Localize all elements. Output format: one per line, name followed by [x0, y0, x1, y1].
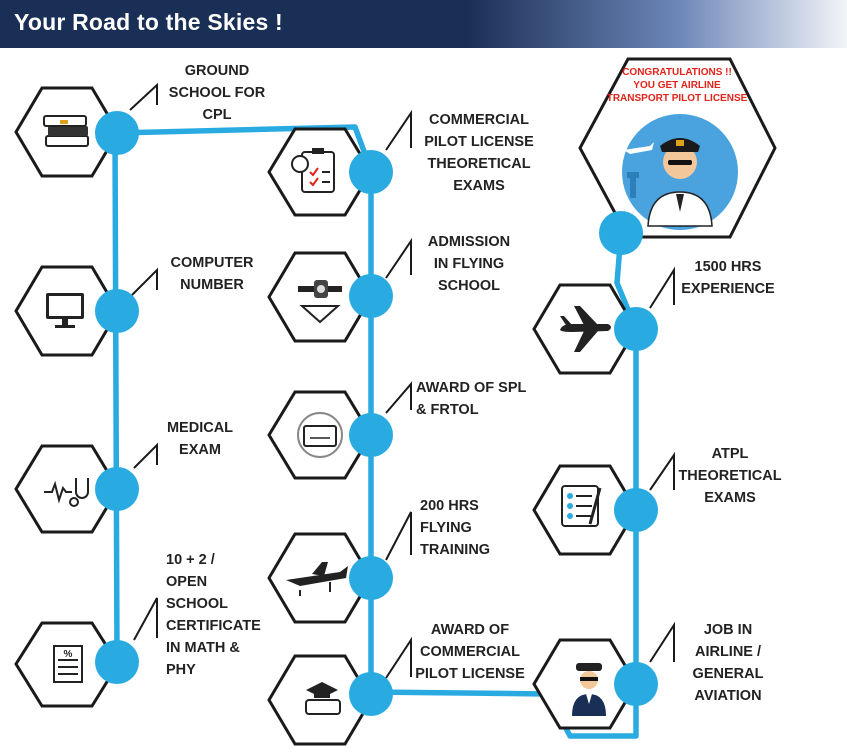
- connector-experience: [649, 266, 675, 309]
- license-card-icon: [297, 412, 343, 458]
- step-label-experience: 1500 HRS EXPERIENCE: [681, 259, 775, 297]
- node-computer-number: [95, 289, 139, 333]
- step-label-school-certificate: 10 + 2 / OPEN SCHOOL CERTIFICATE IN MATH…: [166, 552, 261, 678]
- books-icon: [43, 115, 89, 147]
- connector-award-cpl: [385, 636, 412, 679]
- node-atpl-theory: [614, 488, 658, 532]
- step-label-job: JOB IN AIRLINE / GENERAL AVIATION: [692, 622, 764, 704]
- connector-ground-school: [129, 82, 158, 111]
- node-flying-training: [349, 556, 393, 600]
- congratulations-text: CONGRATULATIONS !! YOU GET AIRLINE TRANS…: [606, 67, 748, 104]
- node-experience: [614, 307, 658, 351]
- node-spl-frtol: [349, 413, 393, 457]
- monitor-icon: [46, 293, 84, 328]
- step-label-flying-training: 200 HRS FLYING TRAINING: [420, 498, 491, 558]
- flying-school-emblem-icon: [298, 280, 342, 324]
- exam-clipboard-icon: [291, 148, 335, 193]
- node-final: [599, 211, 643, 255]
- graduation-cap-icon: [305, 682, 341, 715]
- checklist-icon: [561, 485, 602, 527]
- connector-spl-frtol: [385, 381, 412, 414]
- node-school-certificate: [95, 640, 139, 684]
- node-medical-exam: [95, 467, 139, 511]
- road-path-left: [112, 132, 120, 661]
- page-title: Your Road to the Skies !: [14, 9, 283, 35]
- pilot-icon: [572, 663, 606, 716]
- header-banner: Your Road to the Skies !: [0, 0, 847, 48]
- hexagon-medical-exam: [14, 444, 120, 534]
- step-label-spl-frtol: AWARD OF SPL & FRTOL: [416, 380, 527, 418]
- node-admission: [349, 274, 393, 318]
- stethoscope-icon: [44, 478, 89, 507]
- airplane-icon: [560, 306, 611, 352]
- svg-text:%: %: [64, 649, 73, 660]
- connector-flying-training: [385, 511, 412, 561]
- step-label-ground-school: GROUND SCHOOL FOR CPL: [168, 63, 266, 123]
- node-award-cpl: [349, 672, 393, 716]
- node-ground-school: [95, 111, 139, 155]
- node-cpl-theory: [349, 150, 393, 194]
- connector-job: [649, 621, 675, 663]
- connector-school-certificate: [133, 597, 158, 641]
- connector-atpl-theory: [649, 451, 675, 491]
- connector-medical-exam: [133, 442, 158, 469]
- certificate-document-icon: %: [53, 645, 83, 683]
- small-plane-icon: [286, 562, 348, 596]
- connector-admission: [385, 237, 412, 279]
- step-label-admission: ADMISSION IN FLYING SCHOOL: [427, 234, 511, 294]
- pilot-portrait-icon: [622, 114, 738, 230]
- connector-cpl-theory: [385, 109, 412, 151]
- step-label-medical-exam: MEDICAL EXAM: [166, 420, 234, 458]
- step-label-award-cpl: AWARD OF COMMERCIAL PILOT LICENSE: [415, 622, 525, 682]
- step-label-computer-number: COMPUTER NUMBER: [170, 255, 254, 293]
- step-label-cpl-theory: COMMERCIAL PILOT LICENSE THEORETICAL EXA…: [424, 112, 534, 194]
- connector-computer-number: [131, 267, 158, 296]
- step-label-atpl-theory: ATPL THEORETICAL EXAMS: [678, 446, 782, 506]
- node-job: [614, 662, 658, 706]
